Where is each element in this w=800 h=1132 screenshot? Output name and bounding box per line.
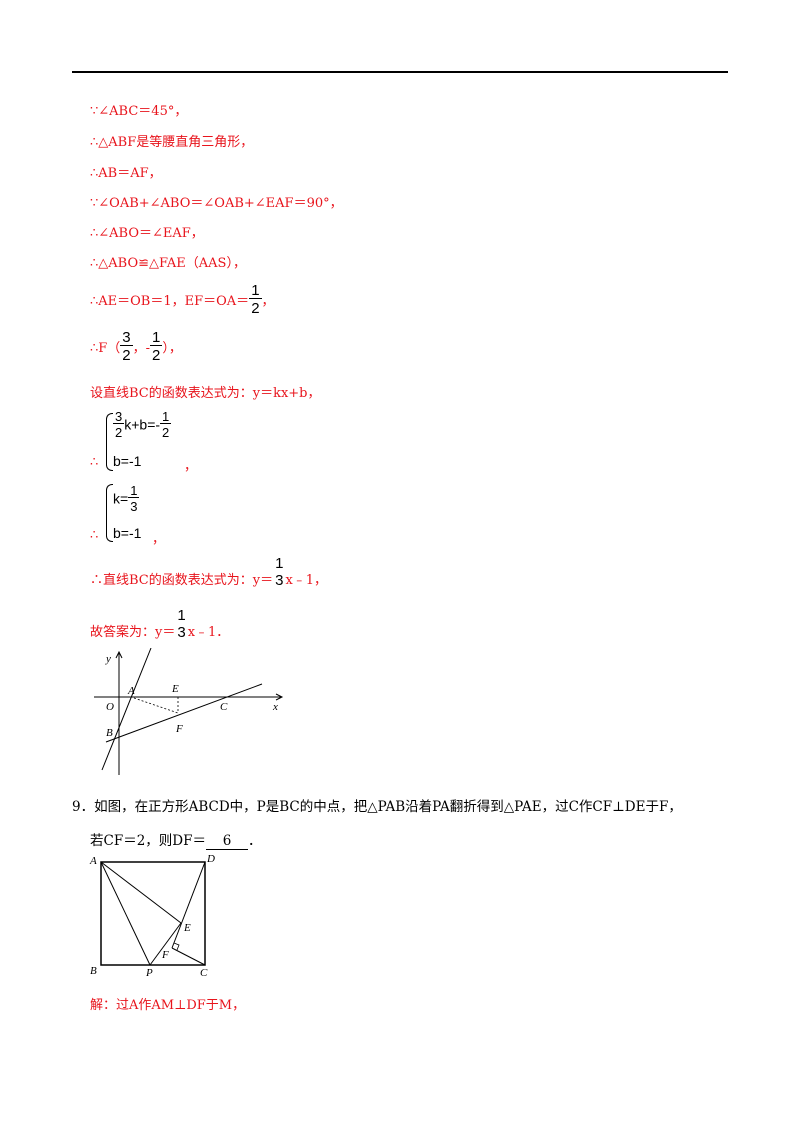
- question-9-tail: ．: [247, 833, 262, 849]
- fraction-num: 3: [122, 329, 131, 346]
- label-b: B: [106, 727, 113, 739]
- proof-line-6: ∴△ABO≌△FAE（AAS），: [90, 256, 246, 271]
- system1-row1-text: k+b=-: [124, 416, 161, 433]
- segment-cf: [171, 947, 206, 966]
- square-abcd: [100, 861, 206, 966]
- label-a: A: [89, 855, 97, 867]
- label-f: F: [161, 949, 169, 961]
- fraction-den: 3: [128, 497, 140, 514]
- fraction-num: 1: [177, 607, 186, 624]
- fraction-den: 2: [150, 345, 163, 364]
- system2-therefore: ∴: [90, 528, 99, 543]
- proof-line-2: ∴△ABF是等腰直角三角形，: [90, 135, 254, 150]
- proof-line-12-text: ∴直线BC的函数表达式为：y＝: [90, 573, 274, 588]
- segment-ap: [100, 861, 151, 966]
- label-o: O: [106, 701, 114, 713]
- line-ab: [101, 648, 152, 771]
- fraction-num: 1: [162, 409, 170, 424]
- x-axis-arrow: [275, 693, 284, 701]
- fraction-den: 2: [160, 423, 172, 440]
- system1-comma: ，: [184, 459, 198, 474]
- proof-line-7-text: ∴AE＝OB＝1，EF＝OA＝: [90, 294, 250, 309]
- solution-line: 解：过A作AM⊥DF于M，: [90, 998, 246, 1013]
- segment-ae: [100, 861, 182, 924]
- segment-pe: [149, 922, 182, 966]
- point-f-separator: ，-: [132, 341, 151, 356]
- label-a: A: [127, 685, 135, 697]
- label-f: F: [175, 723, 183, 735]
- y-axis-arrow: [115, 650, 123, 659]
- label-e: E: [171, 683, 179, 695]
- proof-line-9: 设直线BC的函数表达式为：y＝kx+b，: [90, 386, 321, 401]
- question-9-text: 若CF＝2，则DF＝: [90, 833, 206, 849]
- header-rule: [72, 71, 728, 73]
- fraction-num: 1: [130, 483, 138, 498]
- question-9-line-1: 9．如图，在正方形ABCD中，P是BC的中点，把△PAB沿着PA翻折得到△PAE…: [72, 799, 682, 815]
- fraction-den: 3: [275, 572, 284, 589]
- label-c: C: [220, 701, 228, 713]
- coordinate-figure: y x O A E C B F: [94, 648, 284, 775]
- label-b: B: [90, 965, 97, 977]
- answer-blank: 6: [205, 833, 248, 850]
- right-angle-mark: [173, 942, 180, 951]
- label-e: E: [183, 922, 191, 934]
- label-c: C: [200, 967, 208, 979]
- point-f-suffix: ），: [162, 341, 182, 356]
- segment-af: [133, 697, 179, 714]
- fraction-num: 1: [152, 329, 161, 346]
- label-x: x: [272, 701, 278, 713]
- label-d: D: [206, 853, 215, 865]
- fraction-num: 1: [275, 555, 284, 572]
- answer-line-text: 故答案为：y＝: [90, 625, 176, 640]
- fraction-den: 2: [120, 345, 133, 364]
- proof-line-3: ∴AB＝AF，: [90, 166, 162, 181]
- proof-line-12-tail: x﹣1，: [285, 573, 328, 588]
- proof-line-1: ∵∠ABC＝45°，: [90, 104, 188, 119]
- fraction-num: 1: [251, 282, 260, 299]
- proof-line-7-tail: ，: [261, 294, 275, 309]
- fraction-den: 2: [249, 298, 262, 317]
- segment-df: [171, 861, 206, 949]
- square-figure: A D E B P F C: [89, 853, 215, 979]
- fraction-num: 3: [115, 409, 123, 424]
- label-p: P: [145, 967, 153, 979]
- system1-therefore: ∴: [90, 455, 99, 470]
- left-brace: [106, 413, 113, 471]
- question-9-line-2: 若CF＝2，则DF＝6．: [90, 829, 261, 850]
- system1-row2: b=-1: [113, 453, 142, 469]
- label-y: y: [105, 653, 111, 665]
- fraction-den: 2: [113, 423, 125, 440]
- left-brace: [106, 484, 113, 542]
- line-bc: [105, 683, 263, 743]
- fraction-den: 3: [177, 624, 186, 641]
- system2-row2: b=-1: [113, 525, 142, 541]
- answer-line-tail: x﹣1．: [187, 625, 230, 640]
- proof-line-4: ∵∠OAB+∠ABO＝∠OAB+∠EAF＝90°，: [90, 196, 343, 211]
- system2-row1-text: k=: [113, 490, 129, 507]
- system2-comma: ，: [152, 532, 166, 547]
- proof-line-5: ∴∠ABO＝∠EAF，: [90, 226, 204, 241]
- point-f-prefix: ∴F（: [90, 341, 121, 356]
